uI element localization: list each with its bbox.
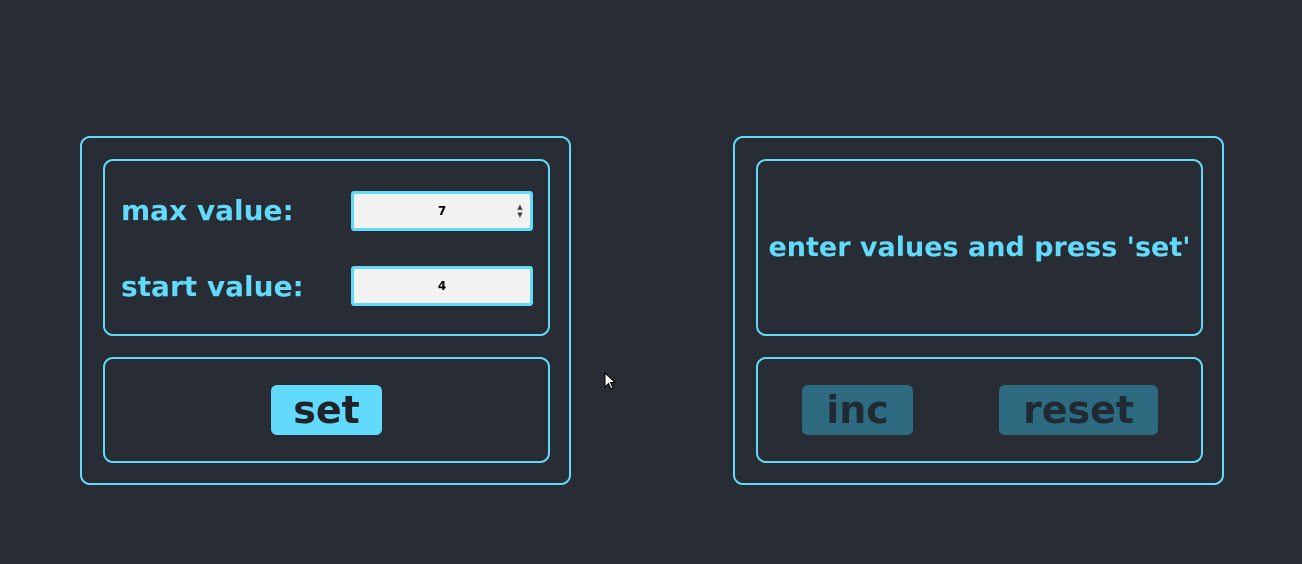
spinner-down-icon[interactable]: ▼ — [517, 211, 523, 219]
counter-message: enter values and press 'set' — [768, 232, 1191, 263]
settings-panel: max value: 7 ▲ ▼ start value: 4 set — [80, 136, 571, 485]
number-spinner-icon[interactable]: ▲ ▼ — [515, 203, 525, 219]
counter-controls-box: inc reset — [756, 357, 1203, 463]
start-value-text: 4 — [437, 279, 447, 293]
set-button[interactable]: set — [271, 385, 382, 435]
max-value-text: 7 — [437, 204, 447, 218]
start-value-input[interactable]: 4 — [351, 266, 533, 306]
inc-button[interactable]: inc — [802, 385, 913, 435]
counter-panel: enter values and press 'set' inc reset — [733, 136, 1224, 485]
start-value-label: start value: — [121, 270, 304, 303]
counter-display-box: enter values and press 'set' — [756, 159, 1203, 336]
settings-controls-box: set — [103, 357, 550, 463]
settings-values-box: max value: 7 ▲ ▼ start value: 4 — [103, 159, 550, 336]
max-value-label: max value: — [121, 194, 294, 227]
max-value-input[interactable]: 7 ▲ ▼ — [351, 191, 533, 231]
mouse-pointer-icon — [604, 372, 617, 390]
spinner-up-icon[interactable]: ▲ — [517, 203, 523, 211]
reset-button[interactable]: reset — [999, 385, 1158, 435]
